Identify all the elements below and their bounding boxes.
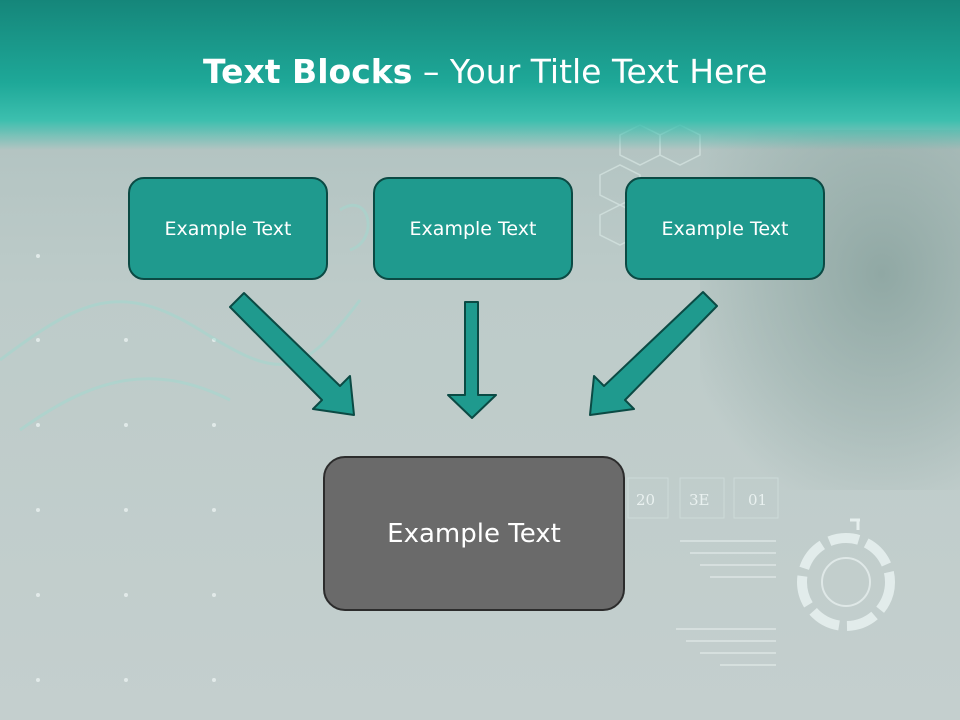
background-code: 01 [748,491,768,509]
source-box-2-label: Example Text [409,217,537,240]
title-rest: – Your Title Text Here [412,52,768,91]
source-box-1-label: Example Text [164,217,292,240]
background-code: 20 [636,491,656,509]
target-box: Example Text [323,456,625,611]
source-box-2: Example Text [373,177,573,280]
arrow-center [447,301,497,419]
source-box-3: Example Text [625,177,825,280]
arrow-left [229,292,355,416]
source-box-3-label: Example Text [661,217,789,240]
target-box-label: Example Text [387,518,561,549]
source-box-1: Example Text [128,177,328,280]
title-bold: Text Blocks [203,52,413,91]
title-bar [0,0,960,150]
page-title: Text Blocks – Your Title Text Here [0,52,960,91]
arrow-right [589,291,718,416]
background-code: 3E [689,491,710,509]
